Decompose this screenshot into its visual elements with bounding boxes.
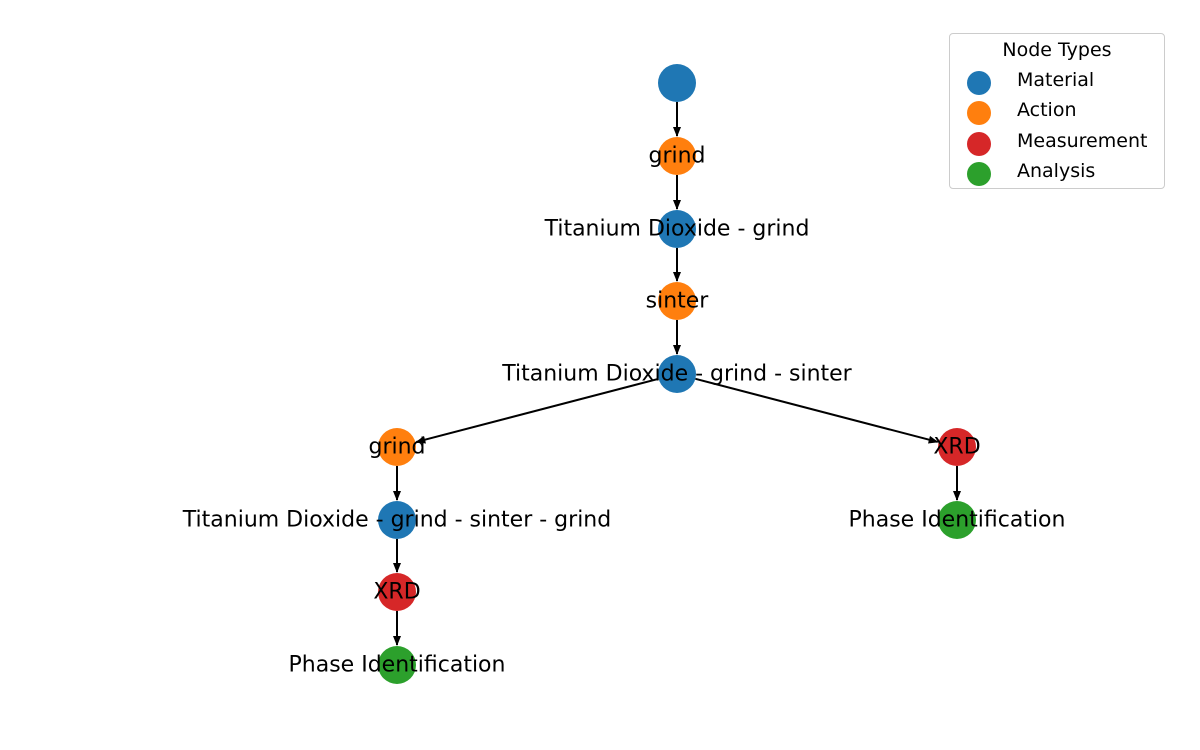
action-swatch xyxy=(967,101,991,125)
node-label: Phase Identification xyxy=(289,653,506,678)
node-label: sinter xyxy=(646,289,710,314)
edges-layer xyxy=(393,102,961,646)
material-node xyxy=(658,210,696,248)
legend-title: Node Types xyxy=(1002,39,1112,61)
action-node xyxy=(658,282,696,320)
measurement-node xyxy=(938,428,976,466)
material-node xyxy=(658,355,696,393)
action-node xyxy=(658,137,696,175)
nodes-layer xyxy=(378,64,976,684)
material-node xyxy=(378,501,416,539)
legend-item-material: Material xyxy=(950,67,1164,97)
node-label: grind xyxy=(368,435,425,460)
legend: Node Types Material Action Measurement A… xyxy=(949,33,1165,189)
edge-n5-n7 xyxy=(695,377,939,444)
measurement-node xyxy=(378,573,416,611)
action-node xyxy=(378,428,416,466)
node-label: XRD xyxy=(373,580,420,605)
legend-label: Material xyxy=(1017,69,1095,91)
node-label: XRD xyxy=(933,435,980,460)
legend-label: Analysis xyxy=(1017,160,1096,182)
legend-label: Measurement xyxy=(1017,130,1148,152)
legend-item-analysis: Analysis xyxy=(950,158,1164,188)
node-label: grind xyxy=(648,144,705,169)
material-node xyxy=(658,64,696,102)
node-label: Titanium Dioxide - grind - sinter xyxy=(501,362,852,387)
node-label: Titanium Dioxide - grind - sinter - grin… xyxy=(182,508,611,533)
node-label: Titanium Dioxide - grind xyxy=(544,217,810,242)
node-label: Phase Identification xyxy=(849,508,1066,533)
analysis-node xyxy=(378,646,416,684)
legend-item-measurement: Measurement xyxy=(950,128,1164,158)
material-swatch xyxy=(967,71,991,95)
edge-n5-n6 xyxy=(415,377,659,444)
legend-label: Action xyxy=(1017,99,1077,121)
legend-item-action: Action xyxy=(950,97,1164,127)
analysis-node xyxy=(938,501,976,539)
measurement-swatch xyxy=(967,132,991,156)
analysis-swatch xyxy=(967,162,991,186)
